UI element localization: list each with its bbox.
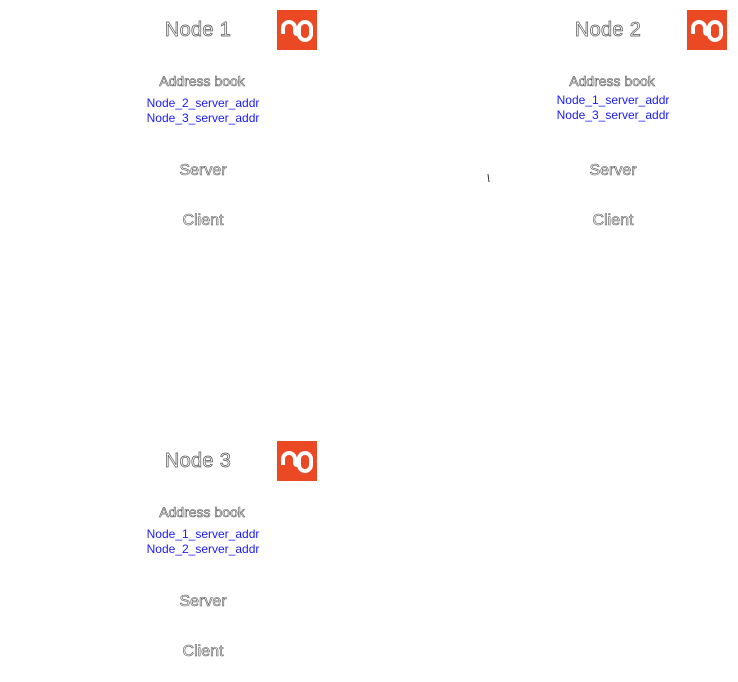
node-title: Node 2: [574, 19, 642, 42]
address-book-list: Node_1_server_addr Node_2_server_addr: [128, 527, 278, 557]
server-label: Server: [179, 162, 227, 180]
address-book-heading: Address book: [569, 73, 655, 90]
server-label: Server: [179, 593, 227, 611]
client-label: Client: [182, 643, 224, 661]
node-2-panel: Node 2 Address book Node_1_server_addr N…: [538, 8, 728, 238]
address-book-heading: Address book: [159, 73, 245, 90]
stumbleupon-icon: [277, 441, 317, 481]
address-entry: Node_1_server_addr: [146, 527, 260, 541]
stumbleupon-icon: [277, 10, 317, 50]
stumbleupon-icon: [687, 10, 727, 50]
client-label: Client: [182, 212, 224, 230]
address-entry: Node_1_server_addr: [556, 93, 670, 107]
address-entry: Node_3_server_addr: [556, 108, 670, 122]
node-title: Node 3: [164, 450, 232, 473]
address-book-list: Node_2_server_addr Node_3_server_addr: [128, 96, 278, 126]
connector-mark: [487, 173, 490, 183]
address-book-heading: Address book: [159, 504, 245, 521]
address-entry: Node_3_server_addr: [146, 111, 260, 125]
server-label: Server: [589, 162, 637, 180]
node-title: Node 1: [164, 19, 232, 42]
node-3-panel: Node 3 Address book Node_1_server_addr N…: [128, 439, 318, 669]
address-book-list: Node_1_server_addr Node_3_server_addr: [538, 93, 688, 123]
address-entry: Node_2_server_addr: [146, 96, 260, 110]
address-entry: Node_2_server_addr: [146, 542, 260, 556]
node-1-panel: Node 1 Address book Node_2_server_addr N…: [128, 8, 318, 238]
client-label: Client: [592, 212, 634, 230]
